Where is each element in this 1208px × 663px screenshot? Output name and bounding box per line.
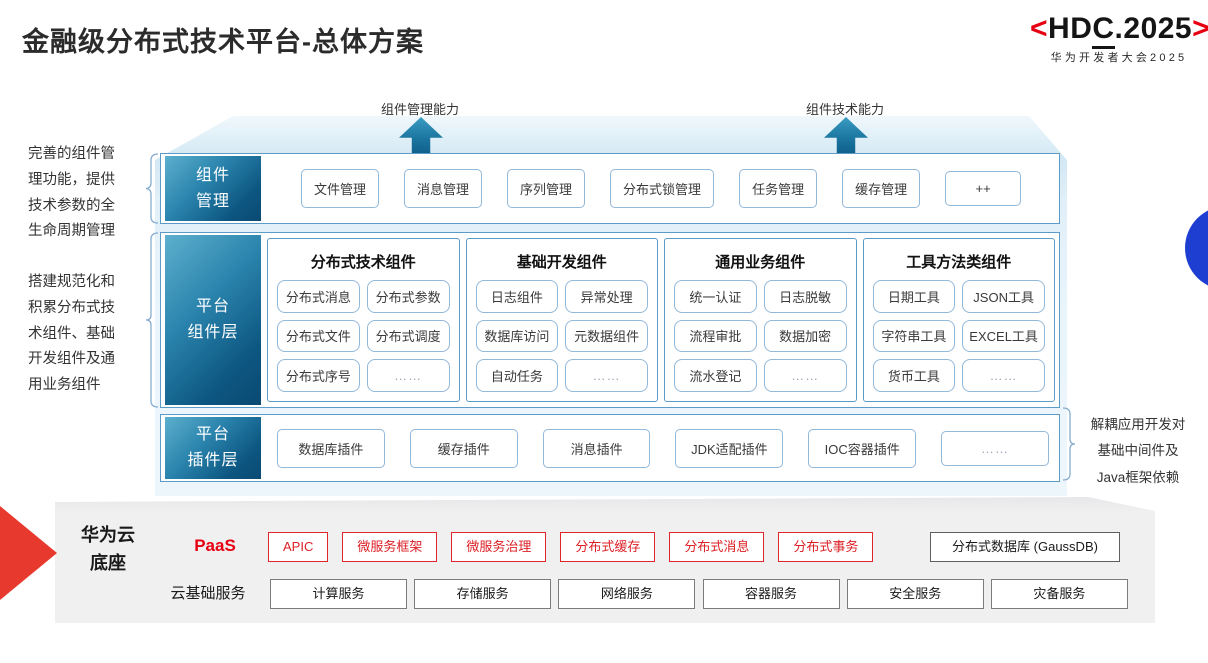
management-item-box: 缓存管理: [842, 169, 921, 208]
plugin-item-box: IOC容器插件: [808, 428, 917, 468]
management-item-box: 分布式锁管理: [610, 169, 715, 208]
component-groups: 分布式技术组件 分布式消息分布式参数分布式文件分布式调度分布式序号…… 基础开发…: [267, 238, 1055, 402]
component-group: 基础开发组件 日志组件异常处理数据库访问元数据组件自动任务……: [465, 238, 658, 402]
component-item-box: 自动任务: [475, 359, 559, 392]
component-item-box: 流程审批: [674, 319, 757, 353]
component-item-box: ……: [962, 359, 1045, 392]
hdc-logo: <HDC.2025> 华为开发者大会2025: [1030, 12, 1208, 65]
component-item-box: 统一认证: [674, 280, 757, 313]
component-group: 通用业务组件 统一认证日志脱敏流程审批数据加密流水登记……: [664, 238, 857, 402]
left-note-components: 搭建规范化和 积累分布式技 术组件、基础 开发组件及通 用业务组件: [28, 274, 115, 394]
management-items: 文件管理消息管理序列管理分布式锁管理任务管理缓存管理 ++: [301, 154, 1049, 223]
paas-label: PaaS: [194, 536, 236, 555]
paas-service-box: 分布式消息: [669, 532, 765, 562]
page-title: 金融级分布式技术平台-总体方案: [22, 27, 424, 57]
cloud-service-box: 存储服务: [414, 579, 552, 609]
plugin-item-box: 数据库插件: [277, 428, 385, 468]
right-angle-icon: >: [1192, 12, 1208, 45]
left-angle-icon: <: [1030, 12, 1049, 45]
gaussdb-box: 分布式数据库 (GaussDB): [930, 532, 1120, 562]
paas-service-box: 微服务治理: [451, 532, 547, 562]
row-label-component-management: 组件 管理: [165, 156, 261, 221]
plugin-item-box: JDK适配插件: [675, 428, 784, 468]
cloud-service-box: 网络服务: [558, 579, 696, 609]
hdc-text-year: .2025: [1114, 12, 1193, 45]
cloud-base-services-label: 云基础服务: [170, 585, 246, 602]
component-item-box: 货币工具: [872, 359, 956, 392]
right-brace-icon: [1062, 407, 1076, 481]
component-item-box: 分布式参数: [366, 280, 450, 313]
component-group-title: 基础开发组件: [516, 254, 607, 271]
component-item-box: ……: [763, 359, 847, 392]
left-brace-icon: [146, 232, 159, 408]
management-item-box: 序列管理: [507, 169, 586, 208]
cloud-service-box: 容器服务: [702, 579, 840, 609]
cloud-service-box: 计算服务: [270, 579, 407, 609]
component-item-box: JSON工具: [962, 280, 1045, 313]
platform-component-layer-row: 平台 组件层 分布式技术组件 分布式消息分布式参数分布式文件分布式调度分布式序号…: [160, 232, 1060, 408]
component-item-box: 日期工具: [872, 280, 956, 313]
component-management-row: 组件 管理 文件管理消息管理序列管理分布式锁管理任务管理缓存管理 ++: [160, 153, 1060, 224]
blue-circle-decoration: [1185, 206, 1208, 290]
hdc-text-c: C: [1092, 12, 1115, 49]
capability-label-technology: 组件技术能力: [805, 102, 884, 117]
cloud-base-services: 计算服务存储服务网络服务容器服务安全服务灾备服务: [270, 579, 1128, 609]
component-item-box: 日志脱敏: [763, 280, 847, 313]
component-item-box: 分布式文件: [277, 319, 360, 353]
plugin-items: 数据库插件缓存插件消息插件 JDK适配插件 IOC容器插件 ……: [277, 415, 1049, 481]
cloud-service-box: 安全服务: [846, 579, 984, 609]
paas-service-box: 微服务框架: [342, 532, 438, 562]
component-item-box: 流水登记: [674, 359, 757, 392]
component-group: 分布式技术组件 分布式消息分布式参数分布式文件分布式调度分布式序号……: [267, 238, 460, 402]
foundation-pointer-icon: [0, 506, 57, 600]
component-item-box: 数据加密: [763, 319, 847, 353]
right-note-plugins: 解耦应用开发对 基础中间件及 Java框架依赖: [1090, 417, 1186, 485]
capability-label-management: 组件管理能力: [380, 102, 459, 117]
hdc-logo-text: <HDC.2025>: [1030, 12, 1208, 49]
component-group-title: 分布式技术组件: [310, 254, 416, 271]
hdc-logo-subtitle: 华为开发者大会2025: [1050, 52, 1188, 64]
component-group-title: 工具方法类组件: [906, 254, 1012, 271]
component-group-items: 统一认证日志脱敏流程审批数据加密流水登记……: [674, 280, 847, 392]
management-item-box: ++: [945, 171, 1022, 206]
foundation-label: 华为云 底座: [81, 525, 135, 573]
hdc-text: HD: [1048, 12, 1093, 45]
component-item-box: EXCEL工具: [962, 319, 1045, 353]
huawei-cloud-foundation: 华为云 底座 PaaS APIC 微服务框架微服务治理分布式缓存分布式消息分布式事…: [55, 497, 1155, 623]
plugin-item-box: 消息插件: [542, 428, 651, 468]
paas-service-box: 分布式缓存: [560, 532, 656, 562]
component-item-box: 分布式消息: [277, 280, 360, 313]
component-group-items: 日志组件异常处理数据库访问元数据组件自动任务……: [475, 280, 648, 392]
component-item-box: 分布式调度: [366, 319, 450, 353]
component-group-items: 分布式消息分布式参数分布式文件分布式调度分布式序号……: [277, 280, 450, 392]
cloud-service-box: 灾备服务: [990, 579, 1128, 609]
component-item-box: 数据库访问: [475, 319, 559, 353]
row-label-platform-components: 平台 组件层: [165, 235, 261, 405]
row-label-platform-plugins: 平台 插件层: [165, 417, 261, 479]
paas-service-box: APIC: [268, 532, 329, 562]
component-group-title: 通用业务组件: [715, 254, 806, 271]
component-item-box: ……: [366, 359, 450, 392]
management-item-box: 任务管理: [739, 169, 818, 208]
left-brace-icon: [146, 153, 159, 224]
component-item-box: 日志组件: [475, 280, 559, 313]
platform-plugin-layer-row: 平台 插件层 数据库插件缓存插件消息插件 JDK适配插件 IOC容器插件 ……: [160, 414, 1060, 482]
component-item-box: 字符串工具: [872, 319, 956, 353]
component-item-box: 异常处理: [565, 280, 648, 313]
management-item-box: 文件管理: [301, 169, 380, 208]
plugin-item-box: ……: [941, 430, 1049, 466]
component-item-box: 分布式序号: [277, 359, 360, 392]
paas-service-box: 分布式事务: [778, 532, 874, 562]
paas-services: APIC 微服务框架微服务治理分布式缓存分布式消息分布式事务: [268, 532, 874, 562]
left-note-management: 完善的组件管 理功能，提供 技术参数的全 生命周期管理: [28, 146, 115, 240]
management-item-box: 消息管理: [404, 169, 483, 208]
plugin-item-box: 缓存插件: [409, 428, 518, 468]
component-item-box: ……: [565, 359, 648, 392]
component-item-box: 元数据组件: [565, 319, 648, 353]
